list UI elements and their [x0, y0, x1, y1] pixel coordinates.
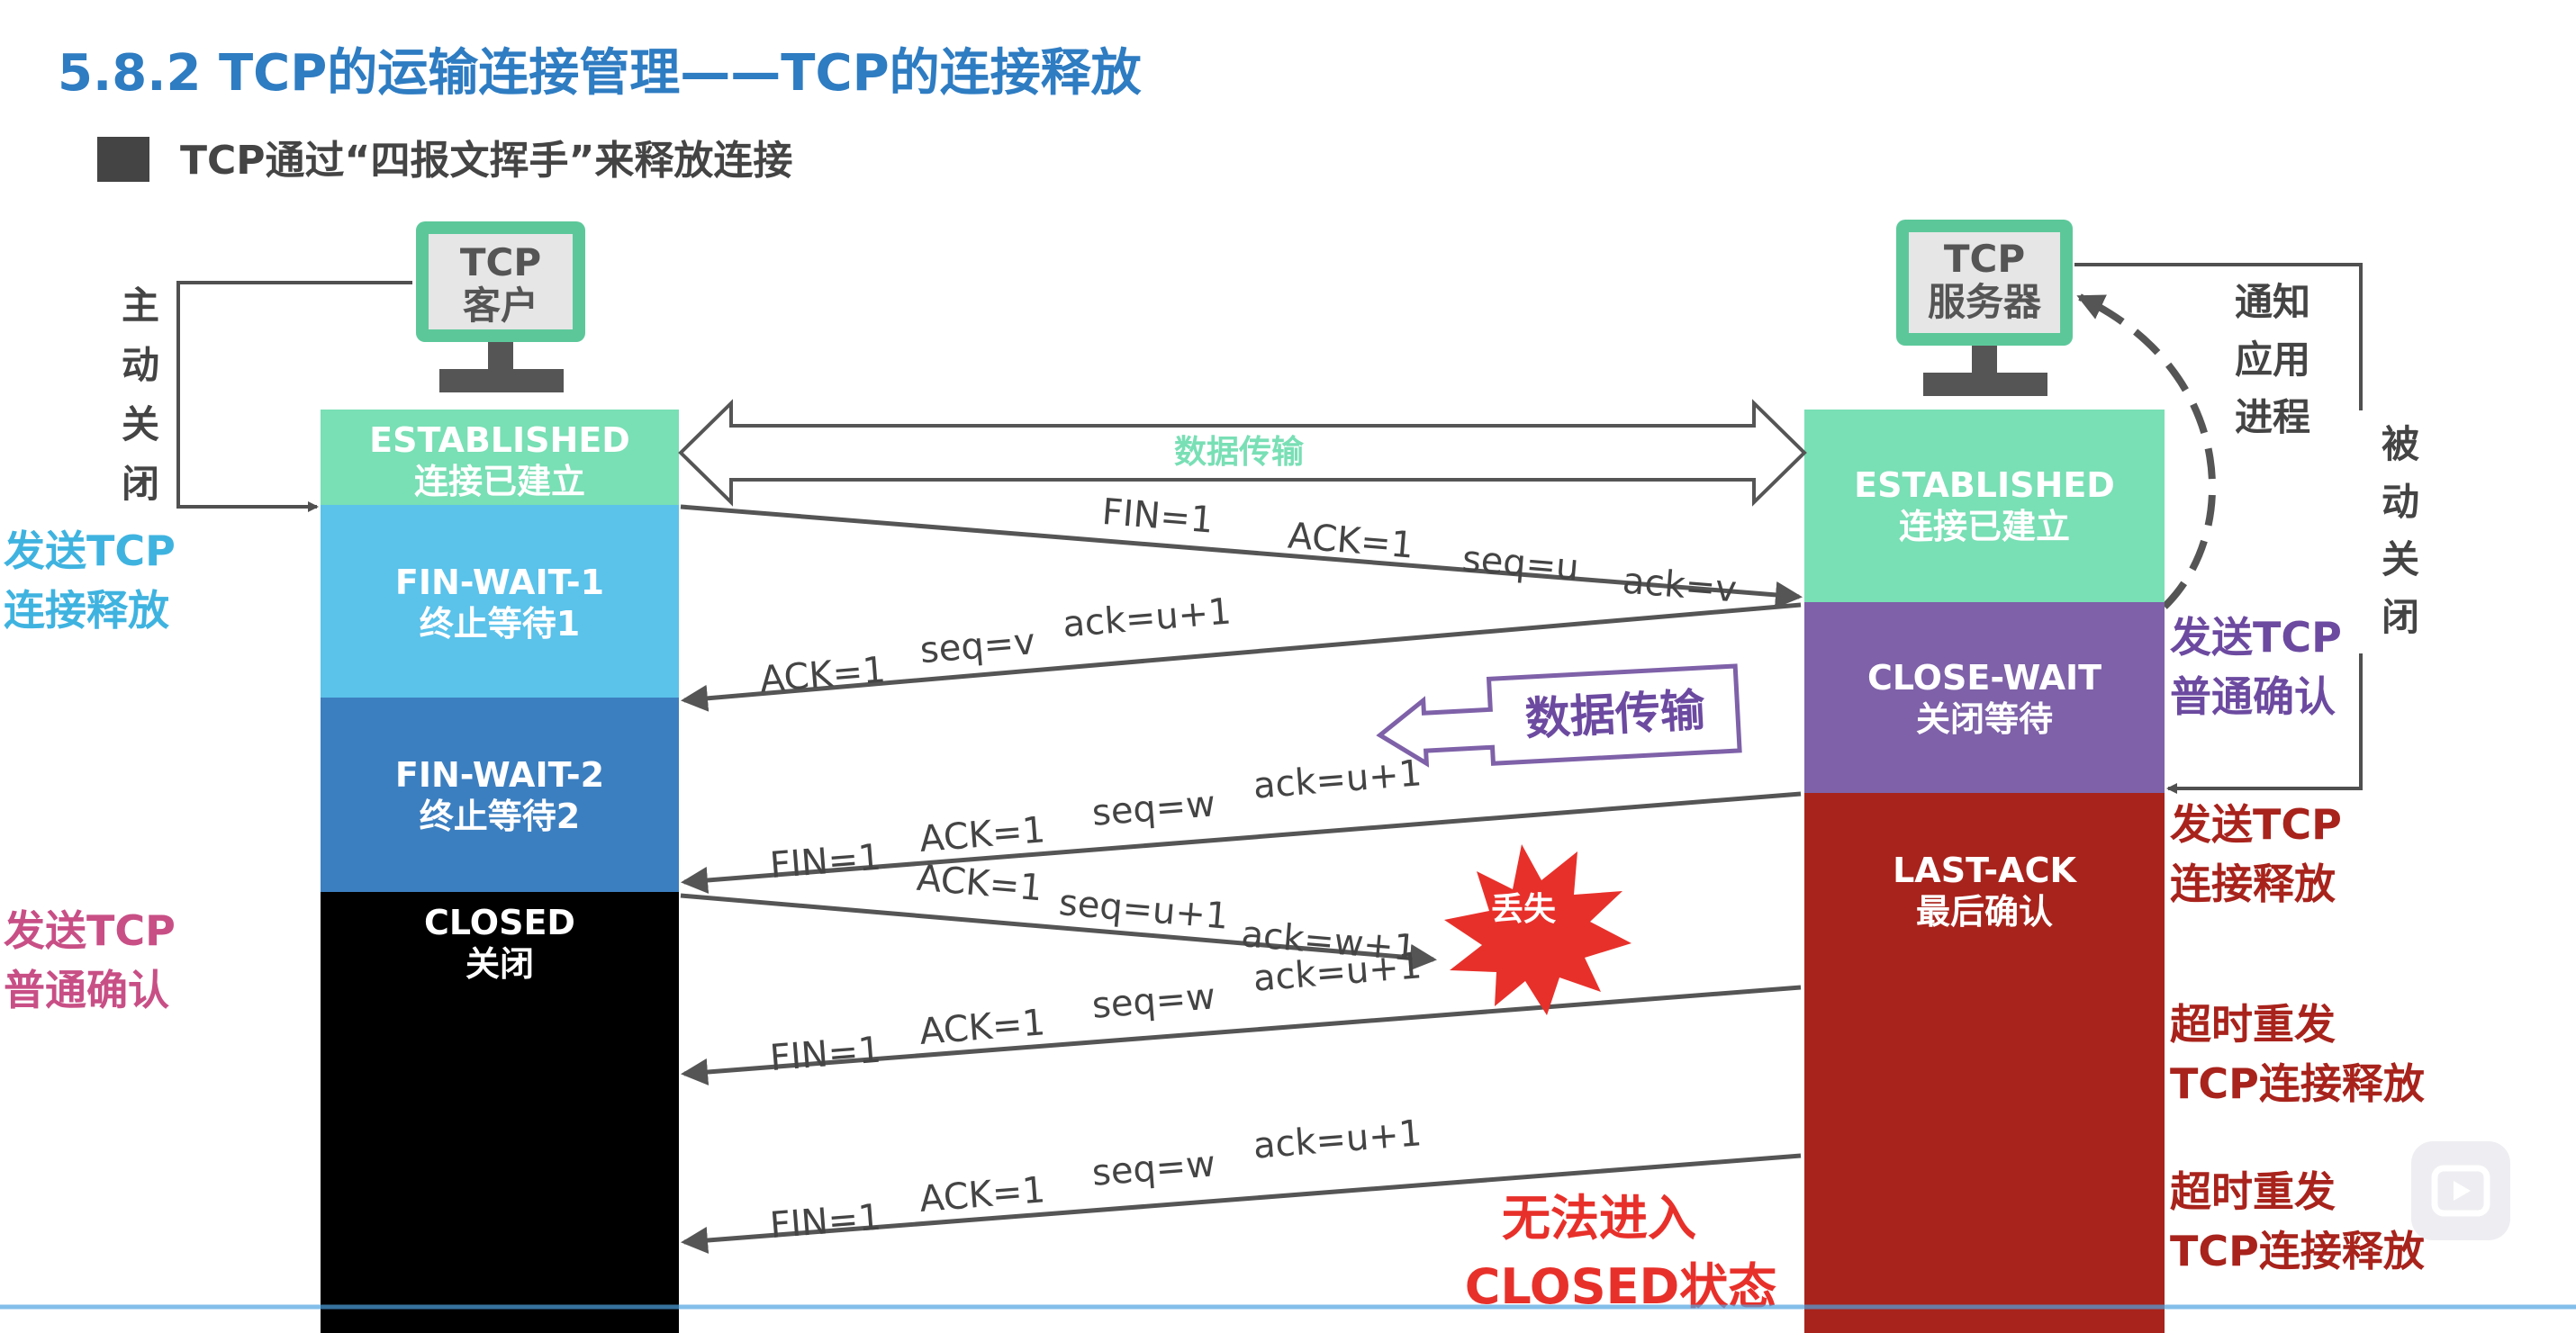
msg-fin-retry-1-arrow [681, 985, 1802, 1085]
msg-fin-1-ack: ack=v [1621, 560, 1738, 610]
msg-fin-retry-1-seq: seq=w [1090, 976, 1216, 1027]
client-state-fin-wait-2-en: FIN-WAIT-2 [395, 755, 604, 795]
server-state-close-wait [1804, 602, 2165, 793]
msg-fin-1-seq: seq=u [1460, 538, 1580, 589]
server-state-established-en: ESTABLISHED [1854, 465, 2115, 505]
client-state-fin-wait-2-cn: 终止等待2 [420, 797, 580, 836]
msg-fin-retry-2-seq: seq=w [1090, 1143, 1216, 1194]
client-state-fin-wait-1 [321, 505, 679, 698]
slide-title: 5.8.2 TCP的运输连接管理——TCP的连接释放 [58, 44, 1142, 103]
msg-fin-2-arrow [681, 791, 1802, 894]
server-state-column: ESTABLISHED 连接已建立 CLOSE-WAIT 关闭等待 LAST-A… [1804, 410, 2165, 1333]
msg-fin-retry-1-flag: FIN=1 [768, 1030, 882, 1080]
msg-fin-2-ack: ack=u+1 [1252, 752, 1424, 807]
half-close-transfer-label: 数据传输 [1523, 684, 1707, 745]
client-state-closed-cn: 关闭 [465, 944, 534, 984]
client-send-ack-line1: 发送TCP [4, 906, 176, 955]
server-send-release-line2: 连接释放 [2170, 860, 2336, 908]
lost-label: 丢失 [1491, 891, 1557, 928]
half-close-transfer-callout: 数据传输 [1376, 663, 1742, 768]
server-state-close-wait-cn: 关闭等待 [1916, 699, 2053, 739]
server-monitor-line1: TCP [1944, 237, 2025, 281]
server-state-close-wait-en: CLOSE-WAIT [1867, 658, 2101, 698]
client-monitor-line1: TCP [460, 240, 541, 284]
server-state-established-cn: 连接已建立 [1899, 507, 2070, 546]
msg-fin-1-ackflag: ACK=1 [1287, 516, 1415, 567]
client-monitor-icon: TCP 客户 [416, 221, 585, 392]
server-timeout1-line1: 超时重发 [2170, 1000, 2336, 1049]
server-state-established [1804, 410, 2165, 602]
msg-ack-1-ack: ack=u+1 [1062, 591, 1234, 646]
msg-fin-retry-1-ackflag: ACK=1 [918, 1002, 1047, 1053]
bullet-text: TCP通过“四报文挥手”来释放连接 [180, 138, 792, 184]
client-state-closed [321, 892, 679, 1333]
msg-fin-2-flag: FIN=1 [768, 837, 882, 887]
msg-fin-retry-2-ack: ack=u+1 [1252, 1112, 1424, 1167]
msg-fin-retry-2-arrow [681, 1153, 1802, 1254]
server-send-ack-line1: 发送TCP [2170, 613, 2342, 662]
notify-app-dashed-arrow [2076, 293, 2217, 609]
server-state-last-ack-en: LAST-ACK [1893, 851, 2077, 890]
passive-close-char-2: 动 [2382, 480, 2419, 524]
notify-app-line2: 应用 [2235, 338, 2310, 382]
server-state-last-ack [1804, 793, 2165, 1333]
client-state-column: ESTABLISHED 连接已建立 FIN-WAIT-1 终止等待1 FIN-W… [321, 410, 679, 1333]
bullet-square [97, 137, 149, 182]
video-play-button[interactable] [2411, 1141, 2510, 1240]
msg-fin-2-ackflag: ACK=1 [918, 809, 1047, 860]
client-send-release-line1: 发送TCP [4, 527, 176, 575]
client-state-established-en: ESTABLISHED [369, 420, 630, 460]
client-state-established [321, 410, 679, 505]
client-monitor-line2: 客户 [463, 284, 538, 328]
notify-app-line3: 进程 [2235, 395, 2310, 439]
msg-ack-2-flag: ACK=1 [915, 858, 1044, 910]
msg-ack-1-flag: ACK=1 [758, 649, 887, 700]
msg-ack-1-arrow [681, 602, 1802, 712]
passive-close-char-3: 关 [2382, 537, 2419, 581]
lost-burst-icon: 丢失 [1444, 844, 1631, 1015]
play-icon [2431, 1165, 2490, 1217]
client-state-fin-wait-1-en: FIN-WAIT-1 [395, 563, 604, 602]
msg-fin-2-seq: seq=w [1090, 783, 1216, 834]
client-state-fin-wait-2 [321, 698, 679, 892]
notify-app-line1: 通知 [2235, 280, 2310, 324]
active-close-bracket [176, 281, 412, 512]
data-transfer-label: 数据传输 [1174, 434, 1305, 471]
active-close-char-3: 关 [122, 402, 159, 446]
msg-fin-1-flag: FIN=1 [1100, 491, 1215, 542]
passive-close-char-1: 被 [2382, 422, 2419, 466]
active-close-char-4: 闭 [122, 462, 159, 506]
msg-fin-1-arrow [680, 504, 1803, 608]
msg-fin-retry-2-ackflag: ACK=1 [918, 1169, 1047, 1220]
server-timeout1-line2: TCP连接释放 [2170, 1059, 2425, 1108]
active-close-char-2: 动 [122, 343, 159, 387]
server-send-ack-line2: 普通确认 [2170, 672, 2336, 721]
client-state-closed-en: CLOSED [424, 903, 575, 942]
msg-ack-2-arrow [680, 893, 1437, 971]
passive-close-char-4: 闭 [2382, 595, 2419, 639]
client-state-established-cn: 连接已建立 [414, 462, 585, 501]
cannot-close-line1: 无法进入 [1502, 1190, 1696, 1247]
server-send-release-line1: 发送TCP [2170, 800, 2342, 849]
client-send-release-line2: 连接释放 [4, 586, 169, 635]
server-state-last-ack-cn: 最后确认 [1916, 892, 2053, 932]
active-close-char-1: 主 [122, 284, 159, 328]
server-timeout2-line2: TCP连接释放 [2170, 1227, 2425, 1275]
client-state-fin-wait-1-cn: 终止等待1 [420, 604, 580, 644]
msg-fin-retry-2-flag: FIN=1 [768, 1197, 882, 1247]
server-monitor-line2: 服务器 [1928, 280, 2042, 324]
client-send-ack-line2: 普通确认 [4, 966, 169, 1014]
server-timeout2-line1: 超时重发 [2170, 1167, 2336, 1216]
server-monitor-icon: TCP 服务器 [1896, 220, 2073, 396]
msg-ack-1-seq: seq=v [918, 621, 1036, 671]
data-transfer-double-arrow [678, 399, 1807, 507]
